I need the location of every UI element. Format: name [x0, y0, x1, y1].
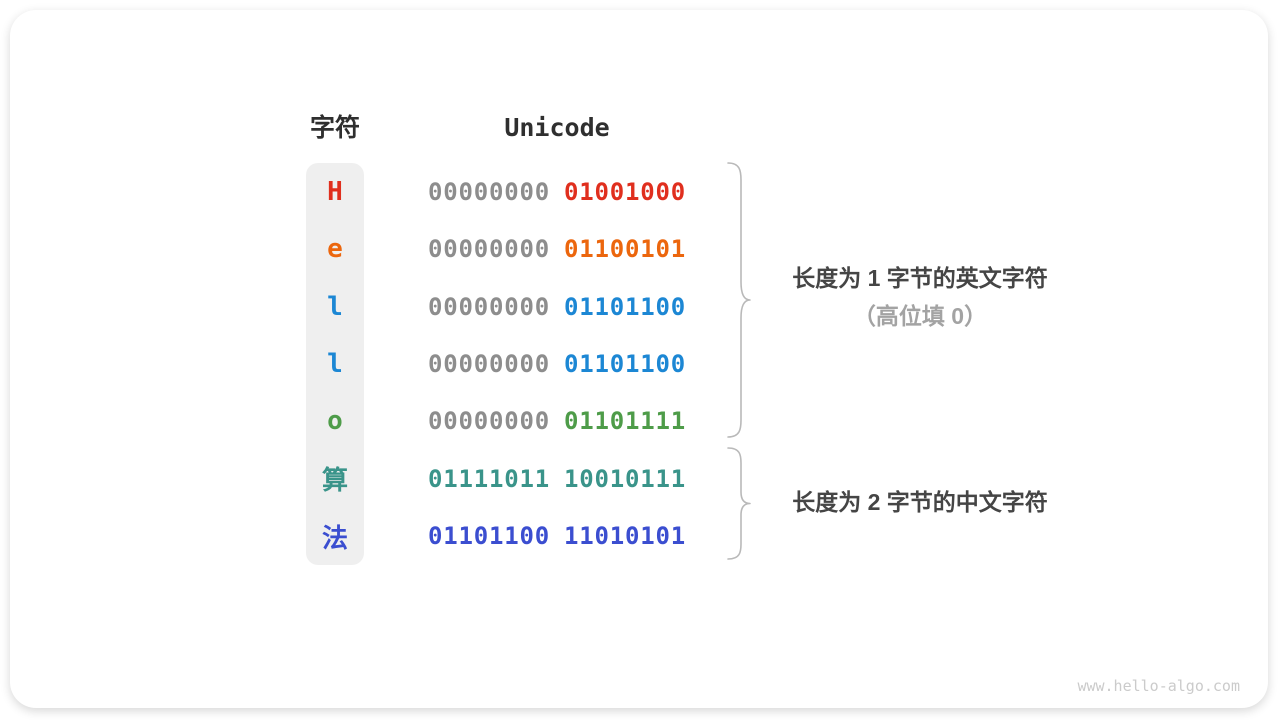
diagram-card	[10, 10, 1268, 708]
character-glyph: 算	[321, 466, 348, 497]
low-byte: 01100101	[564, 235, 686, 264]
character-glyph: 法	[321, 523, 348, 554]
character-cell: 法	[306, 508, 364, 565]
character-glyph: H	[327, 176, 343, 207]
high-byte: 00000000	[428, 407, 550, 436]
unicode-row: 00000000 01101111	[428, 393, 686, 450]
unicode-column: 00000000 01001000 00000000 01100101 0000…	[428, 163, 686, 565]
low-byte: 11010101	[564, 522, 686, 551]
high-byte: 01101100	[428, 522, 550, 551]
high-byte: 00000000	[428, 349, 550, 378]
character-glyph: o	[327, 406, 343, 437]
watermark-url: www.hello-algo.com	[1077, 677, 1240, 695]
low-byte: 01001000	[564, 177, 686, 206]
character-cell: 算	[306, 450, 364, 507]
character-cell: H	[306, 163, 364, 220]
unicode-row: 00000000 01100101	[428, 220, 686, 277]
character-cell: e	[306, 220, 364, 277]
character-glyph: e	[327, 234, 343, 265]
unicode-row: 00000000 01101100	[428, 335, 686, 392]
low-byte: 01101100	[564, 349, 686, 378]
character-glyph: l	[327, 348, 343, 379]
character-cell: o	[306, 393, 364, 450]
high-byte: 00000000	[428, 235, 550, 264]
annotation-english-chars: 长度为 1 字节的英文字符 （高位填 0）	[750, 262, 1090, 332]
annotation-line: 长度为 2 字节的中文字符	[792, 489, 1048, 515]
brace-icon-english-group	[726, 162, 752, 438]
low-byte: 01101100	[564, 292, 686, 321]
unicode-row: 00000000 01101100	[428, 278, 686, 335]
annotation-line: 长度为 1 字节的英文字符	[792, 265, 1048, 291]
annotation-chinese-chars: 长度为 2 字节的中文字符	[750, 486, 1090, 518]
annotation-subline: （高位填 0）	[852, 303, 988, 329]
unicode-row: 00000000 01001000	[428, 163, 686, 220]
character-cell: l	[306, 335, 364, 392]
unicode-row: 01111011 10010111	[428, 450, 686, 507]
character-column: H e l l o 算 法	[306, 163, 364, 565]
high-byte: 00000000	[428, 292, 550, 321]
unicode-column-header: Unicode	[504, 113, 610, 142]
character-cell: l	[306, 278, 364, 335]
high-byte: 01111011	[428, 464, 550, 493]
character-glyph: l	[327, 291, 343, 322]
low-byte: 01101111	[564, 407, 686, 436]
high-byte: 00000000	[428, 177, 550, 206]
unicode-row: 01101100 11010101	[428, 508, 686, 565]
char-column-header: 字符	[309, 114, 360, 142]
low-byte: 10010111	[564, 464, 686, 493]
brace-icon-chinese-group	[726, 447, 752, 560]
